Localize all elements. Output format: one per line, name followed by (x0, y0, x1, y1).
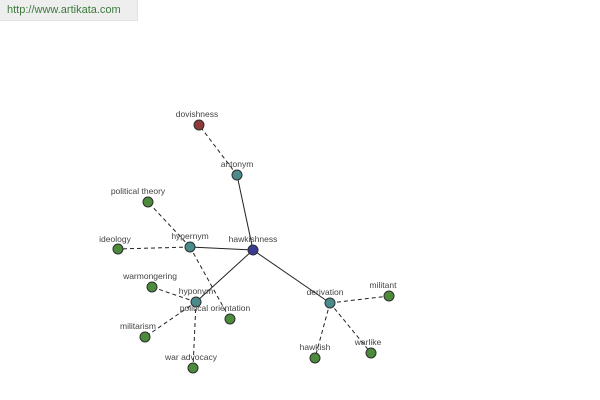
edges-layer (117, 124, 390, 369)
warmongering-node[interactable] (146, 281, 158, 293)
edge-center-hypernym (189, 246, 254, 251)
hypernym-label: hypernym (171, 231, 208, 241)
militant-node[interactable] (383, 290, 395, 302)
edge-center-derivation (252, 249, 331, 304)
dovishness-label: dovishness (176, 109, 219, 119)
edge-antonym-dovishness (198, 124, 238, 176)
derivation-node[interactable] (324, 297, 336, 309)
hyponym-node[interactable] (190, 296, 202, 308)
hawkish-node[interactable] (309, 352, 321, 364)
political-theory-label: political theory (111, 186, 166, 196)
nodes-layer (112, 119, 395, 374)
militarism-node[interactable] (139, 331, 151, 343)
derivation-label: derivation (307, 287, 344, 297)
warlike-node[interactable] (365, 347, 377, 359)
edge-center-antonym (236, 174, 254, 251)
warlike-label: warlike (354, 337, 382, 347)
edge-center-hyponym (195, 249, 254, 303)
warmongering-label: warmongering (122, 271, 177, 281)
dovishness-node[interactable] (193, 119, 205, 131)
edge-derivation-warlike (329, 302, 372, 354)
antonym-node[interactable] (231, 169, 243, 181)
militarism-label: militarism (120, 321, 156, 331)
antonym-label: antonym (221, 159, 254, 169)
political-orientation-node[interactable] (224, 313, 236, 325)
hawkishness-node[interactable] (247, 244, 259, 256)
hypernym-node[interactable] (184, 241, 196, 253)
hawkish-label: hawkish (300, 342, 331, 352)
political-orientation-label: political orientation (180, 303, 251, 313)
ideology-label: ideology (99, 234, 131, 244)
edge-hyponym-warmongering (151, 286, 197, 303)
war-advocacy-label: war advocacy (164, 352, 218, 362)
political-theory-node[interactable] (142, 196, 154, 208)
url-bar: http://www.artikata.com (0, 0, 138, 21)
war-advocacy-node[interactable] (187, 362, 199, 374)
hawkishness-label: hawkishness (229, 234, 278, 244)
militant-label: militant (370, 280, 398, 290)
edge-hypernym-political-theory (147, 201, 191, 248)
labels-layer: hawkishness antonym hypernym hyponym derivat… (99, 109, 397, 362)
site-link[interactable]: http://www.artikata.com (7, 4, 121, 16)
edge-hypernym-ideology (117, 246, 191, 250)
edge-derivation-militant (329, 295, 390, 304)
ideology-node[interactable] (112, 243, 124, 255)
edge-derivation-hawkish (314, 302, 331, 359)
hyponym-label: hyponym (179, 286, 214, 296)
edge-hyponym-militarism (144, 301, 197, 338)
